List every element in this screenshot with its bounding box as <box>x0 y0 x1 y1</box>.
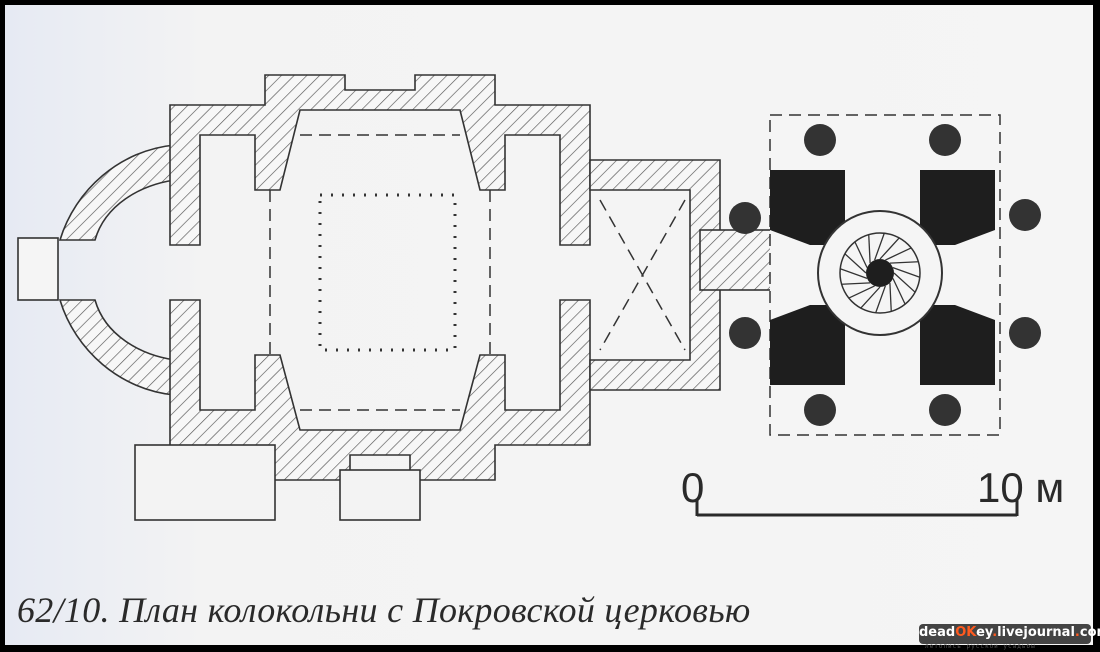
stair-tread <box>868 234 871 264</box>
stair-tread <box>889 282 892 312</box>
column-circles <box>729 124 1041 426</box>
apse-annex <box>17 237 59 301</box>
stair-tread <box>885 247 912 261</box>
stair-tread <box>879 237 900 260</box>
stair-tread <box>844 253 867 274</box>
stair-tread <box>875 285 886 313</box>
solid-pier <box>920 305 995 385</box>
stair-tread <box>841 282 871 285</box>
stair-tread <box>840 268 868 279</box>
passage-to-tower <box>699 229 776 291</box>
stair-tread <box>889 261 919 264</box>
stair-tread <box>892 267 920 278</box>
stair-tread <box>892 278 906 305</box>
watermark-logo: deadOKey.livejournal.com <box>919 624 1100 644</box>
scale-start-label: 0 <box>681 464 705 511</box>
solid-pier <box>770 305 845 385</box>
watermark-tagline: летопись русской усадьбы <box>925 643 1036 650</box>
apse-lower-wall <box>58 299 176 396</box>
figure-caption: 62/10. План колокольни с Покровской церк… <box>17 590 751 630</box>
stair-tread <box>848 285 875 299</box>
stair-tread <box>854 241 868 268</box>
dotted-outline <box>318 193 457 352</box>
scale-end-label: 10 м <box>977 464 1065 511</box>
floor-plan-drawing <box>17 74 1041 521</box>
solid-pier <box>920 170 995 245</box>
bell-tower <box>769 114 1001 436</box>
stair-tread <box>874 233 885 261</box>
stair-tread <box>860 286 881 309</box>
south-porch <box>339 469 421 521</box>
solid-pier <box>770 170 845 245</box>
apse-upper-wall <box>58 144 176 241</box>
church-north-wall <box>169 74 591 246</box>
scale-bar <box>695 500 1019 517</box>
south-annex <box>134 444 276 521</box>
stair-tread <box>893 272 916 293</box>
spiral-stair-core <box>866 259 894 287</box>
vault-cross-line <box>599 199 686 351</box>
scanned-page: 0 10 м 62/10. План колокольни с Покровск… <box>5 5 1093 645</box>
